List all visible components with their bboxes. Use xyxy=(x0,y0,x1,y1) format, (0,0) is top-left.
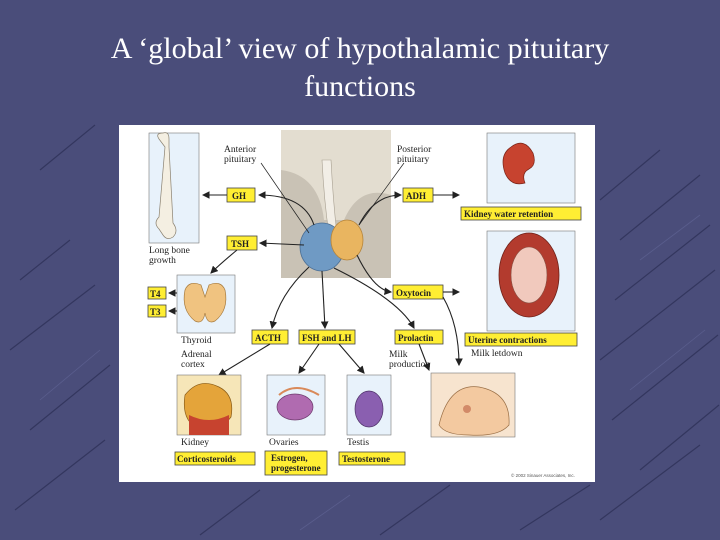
ovary-icon xyxy=(276,393,314,421)
fallopian-tube-icon xyxy=(278,387,320,396)
milk-letdown-label: Milk letdown xyxy=(471,349,523,359)
ovaries-label: Ovaries xyxy=(269,438,299,448)
estrogen-progesterone-label: Estrogen,progesterone xyxy=(271,453,321,473)
nipple-icon xyxy=(463,405,471,413)
tsh-box xyxy=(226,235,258,251)
t3-label: T3 xyxy=(150,307,161,317)
t4-box xyxy=(147,286,167,300)
oxytocin-to-breast-arrow xyxy=(442,296,463,367)
prolactin-arrow xyxy=(333,267,415,329)
testis-label: Testis xyxy=(347,438,369,448)
oxytocin-arrow xyxy=(356,254,393,296)
t3-box xyxy=(147,304,167,318)
brain-tissue xyxy=(281,130,391,220)
kidney-base-icon xyxy=(189,415,229,435)
prolactin-to-breast-arrow xyxy=(418,343,431,372)
t4-label: T4 xyxy=(150,289,161,299)
corticosteroids-box xyxy=(174,451,256,466)
acth-to-adrenal-arrow xyxy=(218,343,271,376)
kidney-water-retention-label: Kidney water retention xyxy=(464,209,553,219)
estrogen-progesterone-box xyxy=(264,450,328,476)
slide-title: A ‘global’ view of hypothalamic pituitar… xyxy=(110,32,610,103)
oxytocin-label: Oxytocin xyxy=(396,288,431,298)
acth-label: ACTH xyxy=(255,333,281,343)
acth-arrow xyxy=(269,266,310,330)
fsh-lh-arrow xyxy=(320,270,329,330)
long-bone-icon xyxy=(155,132,177,239)
fetus-icon xyxy=(510,246,548,304)
testosterone-box xyxy=(338,451,406,466)
uterine-contractions-box xyxy=(464,332,578,347)
adh-label: ADH xyxy=(406,191,426,201)
gh-label: GH xyxy=(232,191,246,201)
thyroid-icon xyxy=(183,283,227,323)
corticosteroids-label: Corticosteroids xyxy=(177,454,236,464)
breast-icon xyxy=(438,386,510,436)
gh-arrow xyxy=(257,191,315,226)
posterior-pituitary-lobe xyxy=(330,219,364,261)
fsh-lh-label: FSH and LH xyxy=(302,333,352,343)
fsh-lh-box xyxy=(298,329,356,345)
tsh-label: TSH xyxy=(231,239,249,249)
copyright-notice: © 2002 Sinauer Associates, Inc. xyxy=(511,472,575,478)
fsh-to-ovary-arrow xyxy=(298,343,320,374)
kidney-icon xyxy=(502,142,535,185)
lh-to-testis-arrow xyxy=(338,343,365,374)
adh-arrow xyxy=(358,191,403,226)
uterine-contractions-label: Uterine contractions xyxy=(468,335,547,345)
testis-icon xyxy=(354,390,384,428)
kidney-water-retention-box xyxy=(460,206,582,221)
tsh-arrow xyxy=(258,239,305,248)
posterior-pointer xyxy=(358,162,405,226)
prolactin-label: Prolactin xyxy=(398,333,433,343)
testosterone-label: Testosterone xyxy=(342,454,390,464)
thyroid-label: Thyroid xyxy=(181,336,212,346)
tsh-to-thyroid-arrow xyxy=(210,249,238,274)
kidney-label: Kidney xyxy=(181,438,209,448)
